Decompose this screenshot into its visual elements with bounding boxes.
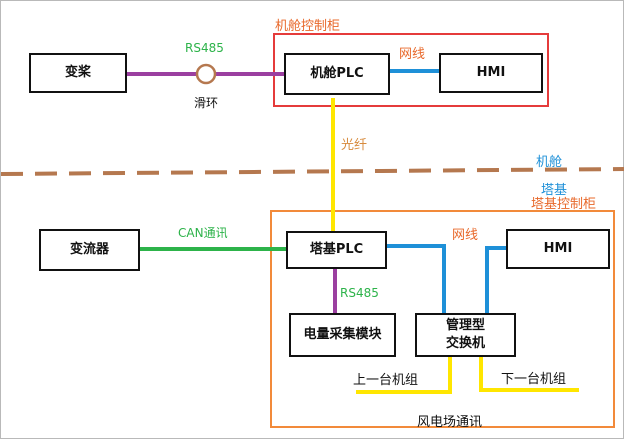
pitch-box: 变桨 [29,53,127,93]
next-unit-label: 下一台机组 [501,372,567,387]
nacelle-zone-label: 机舱 [536,155,563,170]
slip-ring-label: 滑环 [194,96,219,110]
network-line-hmi-switch [485,246,506,315]
tower-plc-label: 塔基PLC [309,242,364,257]
converter-label: 变流器 [69,242,109,257]
nacelle-plc-box: 机舱PLC [284,53,390,95]
rs485-top-label: RS485 [185,41,224,55]
network-bottom-label: 网线 [452,228,479,243]
switch-label-line2: 交换机 [445,336,485,351]
tower-zone-label: 塔基 [541,183,568,198]
tower-cabinet-outline [270,210,615,428]
switch-box: 管理型 交换机 [415,313,516,357]
tower-plc-box: 塔基PLC [286,231,387,269]
prev-unit-label: 上一台机组 [353,373,419,388]
fiber-label: 光纤 [341,138,368,153]
nacelle-hmi-label: HMI [476,65,506,80]
pitch-label: 变桨 [64,65,91,80]
network-line-plc-switch [386,244,446,315]
switch-label-line1: 管理型 [445,318,485,333]
tower-cabinet-title: 塔基控制柜 [531,197,597,212]
link-next-unit [479,357,579,392]
nacelle-cabinet-title: 机舱控制柜 [275,19,341,34]
rs485-bottom-label: RS485 [340,286,379,300]
slip-ring-icon [195,63,217,85]
network-top-label: 网线 [399,47,426,62]
nacelle-cabinet-outline [273,33,549,107]
nacelle-hmi-box: HMI [439,53,543,93]
nacelle-plc-label: 机舱PLC [310,66,364,81]
link-prev-unit [356,357,452,394]
tower-hmi-box: HMI [506,229,610,269]
zone-divider-line [1,167,624,176]
power-module-label: 电量采集模块 [303,327,382,342]
converter-box: 变流器 [39,229,140,271]
can-label: CAN通讯 [178,226,228,240]
power-module-box: 电量采集模块 [289,313,396,357]
tower-hmi-label: HMI [543,241,573,256]
farm-comm-label: 风电场通讯 [417,415,483,430]
